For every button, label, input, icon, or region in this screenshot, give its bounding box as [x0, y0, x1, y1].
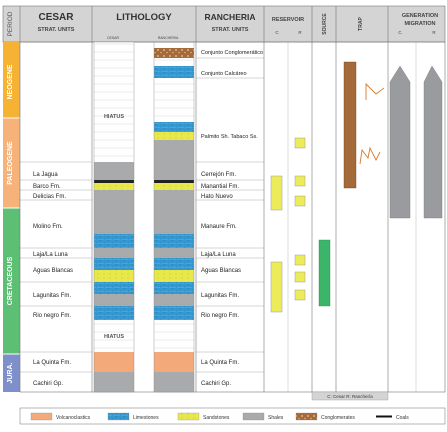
legend-swatch-volcanoclastics: [30, 412, 53, 421]
legend-label-limestones: Limestones: [133, 415, 159, 421]
rancheria-unit-cachiri: Cachiri Gp.: [201, 381, 231, 387]
cesar-unit-rio-negro: Rio negro Fm.: [33, 313, 71, 319]
generation-r-shape: [423, 65, 443, 219]
litho-rancheria-subheader: RANCHERIA: [158, 36, 179, 40]
period-header: PERIOD: [7, 11, 14, 36]
period-jura-label: JURA.: [7, 362, 14, 383]
rancheria-unit-rio-negro: Rio negro Fm.: [201, 313, 239, 319]
hiatus-label-lower: HIATUS: [104, 334, 124, 340]
rancheria-unit-aguas-blancas: Aguas Blancas: [201, 268, 241, 274]
period-jura-band: [3, 354, 20, 392]
rancheria-unit-laja-la-luna: Laja/La Luna: [201, 252, 236, 258]
reservoir-r-aguas-blancas: [294, 271, 306, 283]
source-header: SOURCE: [322, 13, 328, 35]
rancheria-unit-conglomeratico-text: Conjunto Conglomerático: [201, 50, 263, 56]
cesar-unit-aguas-blancas: Aguas Blancas: [33, 268, 73, 274]
chart-grid: [19, 41, 446, 393]
period-column: [3, 42, 20, 392]
cesar-unit-barco: Barco Fm.: [33, 184, 61, 190]
cesar-unit-lagunitas: Lagunitas Fm.: [33, 293, 71, 299]
hiatus-label-upper: HIATUS: [104, 114, 124, 120]
legend-swatch-shales: [242, 412, 265, 421]
cesar-units-column: [20, 161, 92, 373]
lithology-header: LITHOLOGY: [116, 12, 172, 23]
reservoir-r-label: R: [298, 30, 302, 35]
generation-c-label: C: [398, 30, 402, 35]
legend-label-conglomerates: Conglomerates: [321, 415, 355, 421]
fault-symbol-upper: [365, 82, 385, 100]
rancheria-unit-palmito-tabaco: Palmito Sh. Tabaco Ss.: [201, 134, 258, 140]
reservoir-r-laja: [294, 254, 306, 266]
rancheria-unit-calcareo: Conjunto Calcáreo: [201, 71, 247, 77]
rancheria-unit-manantial: Manantial Fm.: [201, 184, 239, 190]
period-cretaceous-band: [3, 208, 20, 354]
cesar-unit-laja-la-luna: Laja/La Luna: [33, 252, 68, 258]
rancheria-units-column: [196, 57, 264, 373]
reservoir-c-paleogene: [270, 175, 283, 211]
cesar-header: CESAR: [38, 12, 74, 23]
rancheria-unit-hato-nuevo: Hato Nuevo: [201, 194, 233, 200]
legend: [19, 407, 446, 425]
fault-symbol-lower: [359, 146, 381, 165]
reservoir-c-label: C: [275, 30, 279, 35]
rancheria-unit-lagunitas: Lagunitas Fm.: [201, 293, 239, 299]
rancheria-unit-cerrejon: Cerrejón Fm.: [201, 172, 236, 178]
legend-label-shales: Shales: [268, 415, 284, 421]
cesar-unit-delicias: Delicias Fm.: [33, 194, 66, 200]
legend-swatch-sandstones: [177, 412, 200, 421]
period-paleogene-label: PALEOGENE: [7, 141, 14, 185]
period-paleogene-band: [3, 118, 20, 208]
generation-c-shape: [389, 65, 411, 219]
reservoir-r-manantial: [294, 195, 306, 207]
cesar-unit-la-jagua: La Jagua: [33, 172, 58, 178]
rancheria-unit-conglomeratico: Conjunto Conglomerático: [201, 50, 263, 56]
lithology-rancheria-column: [153, 41, 195, 393]
reservoir-header: RESERVOIR: [272, 17, 304, 23]
legend-label-volcanoclastics: Volcanoclastics: [56, 415, 91, 421]
reservoir-r-lagunitas: [294, 289, 306, 301]
reservoir-r-cerrejon: [294, 175, 306, 187]
migration-header: MIGRATION: [404, 21, 435, 27]
rancheria-unit-manaure: Manaure Fm.: [201, 224, 237, 230]
rancheria-unit-la-quinta: La Quinta Fm.: [201, 360, 239, 366]
legend-swatch-conglomerates: [295, 412, 318, 421]
generation-r-label: R: [432, 30, 436, 35]
header-band: [2, 5, 446, 43]
period-cretaceous-label: CRETACEOUS: [7, 256, 14, 305]
reservoir-markers: [270, 137, 306, 313]
legend-label-sandstones: Sandstones: [203, 415, 230, 421]
trap-header: TRAP: [358, 17, 364, 31]
legend-swatch-limestones: [107, 412, 130, 421]
generation-header: GENERATION: [402, 13, 438, 19]
source-rock-bar: [318, 239, 331, 307]
generation-migration-column: [389, 65, 443, 219]
period-neogene-band: [3, 42, 20, 118]
rancheria-header: RANCHERIA: [205, 12, 256, 22]
footnote-text: C: Cesar R: Ranchería: [327, 394, 373, 399]
cesar-unit-molino: Molino Fm.: [33, 224, 63, 230]
legend-label-coals: Coals: [396, 415, 409, 421]
period-neogene-label: NEOGENE: [7, 64, 14, 99]
reservoir-r-tabaco: [294, 137, 306, 149]
cesar-subheader: STRAT. UNITS: [38, 27, 75, 33]
cesar-unit-cachiri: Cachiri Gp.: [33, 381, 63, 387]
cesar-unit-la-quinta: La Quinta Fm.: [33, 360, 71, 366]
litho-cesar-subheader: CESAR: [107, 36, 120, 40]
trap-bar: [343, 61, 357, 189]
reservoir-c-cretaceous: [270, 261, 283, 313]
trap-column: [343, 61, 385, 189]
lithology-cesar-column: [93, 41, 135, 393]
rancheria-subheader: STRAT. UNITS: [212, 27, 249, 33]
footnote-box: [311, 391, 389, 401]
